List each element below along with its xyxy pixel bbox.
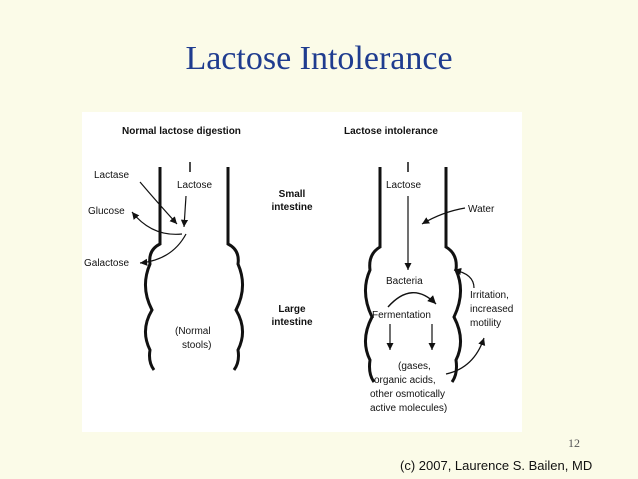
water-label: Water xyxy=(468,204,495,215)
lactose-diagram-figure: Normal lactose digestion Lactose intoler… xyxy=(82,112,522,432)
glucose-label: Glucose xyxy=(88,206,125,217)
products-label-line2: organic acids, xyxy=(374,375,436,386)
motility-arrow xyxy=(446,338,484,374)
large-intestine-label-line2: intestine xyxy=(271,317,313,328)
products-label-line1: (gases, xyxy=(398,361,431,372)
normal-intestine-right-wall xyxy=(228,167,243,370)
galactose-arrow xyxy=(140,234,186,263)
normal-lactose-label: Lactose xyxy=(177,180,212,191)
large-intestine-label-line1: Large xyxy=(278,304,306,315)
small-intestine-label-line2: intestine xyxy=(271,202,313,213)
glucose-arrow xyxy=(132,212,182,234)
lactose-diagram: Normal lactose digestion Lactose intoler… xyxy=(82,112,522,432)
products-label-line3: other osmotically xyxy=(370,389,445,400)
irritation-label-line3: motility xyxy=(470,318,501,329)
water-arrow xyxy=(422,208,465,224)
normal-digestion-heading: Normal lactose digestion xyxy=(122,126,241,137)
irritation-label-line1: Irritation, xyxy=(470,290,509,301)
intolerance-intestine-left-wall xyxy=(365,167,380,382)
lactose-intolerance-heading: Lactose intolerance xyxy=(344,126,438,137)
copyright-notice: (c) 2007, Laurence S. Bailen, MD xyxy=(400,458,592,473)
intolerance-intestine-right-wall xyxy=(446,167,461,382)
galactose-label: Galactose xyxy=(84,258,129,269)
bacteria-label: Bacteria xyxy=(386,276,423,287)
normal-stools-label-line2: stools) xyxy=(182,340,211,351)
fermentation-label: Fermentation xyxy=(372,310,431,321)
normal-stools-label-line1: (Normal xyxy=(175,326,211,337)
products-label-line4: active molecules) xyxy=(370,403,447,414)
lactose-arrow xyxy=(184,196,186,227)
intolerance-lactose-label: Lactose xyxy=(386,180,421,191)
lactase-label: Lactase xyxy=(94,170,129,181)
slide-number: 12 xyxy=(568,436,580,451)
fermentation-cycle-arrow xyxy=(388,293,436,307)
slide-title: Lactose Intolerance xyxy=(0,40,638,78)
irritation-label-line2: increased xyxy=(470,304,513,315)
small-intestine-label-line1: Small xyxy=(279,189,306,200)
